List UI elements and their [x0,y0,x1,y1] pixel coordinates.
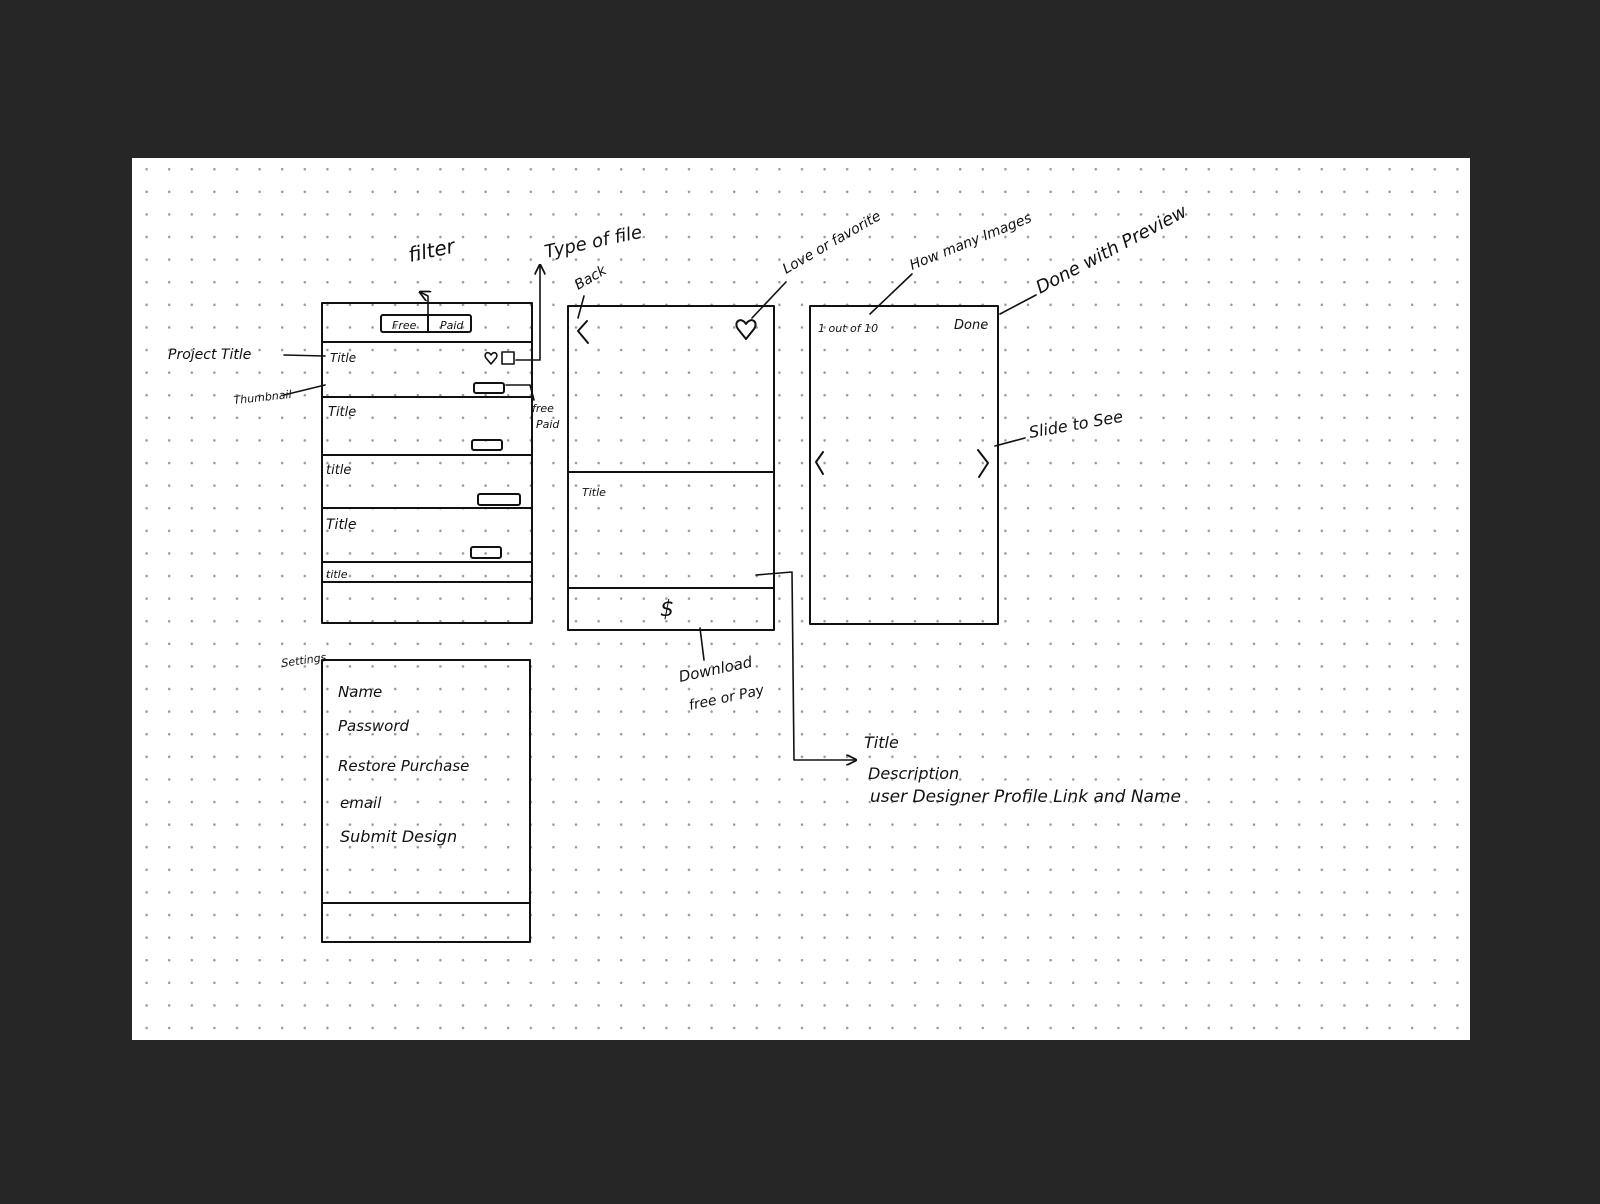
filter-segmented-control[interactable] [380,314,472,333]
price-pill[interactable] [470,546,502,559]
heart-icon[interactable] [735,319,757,340]
heart-icon[interactable] [484,351,498,365]
list-screen [321,302,533,624]
list-screen-frame [321,302,533,624]
detail-title: Title [582,486,606,499]
annotation-project-title: Project Title [168,347,251,363]
list-row-title[interactable]: title [326,568,348,581]
annotation-detail-description: Description [868,764,959,783]
image-counter: 1 out of 10 [818,322,878,335]
chevron-left-icon[interactable] [577,320,589,344]
preview-screen-frame [809,305,999,625]
settings-screen-frame [321,659,531,943]
annotation-settings: Settings [281,651,328,670]
detail-screen-frame [567,305,775,631]
settings-screen [321,659,531,943]
annotation-detail-title: Title [864,733,899,752]
settings-item-name[interactable]: Name [338,683,382,701]
done-button[interactable]: Done [954,318,988,333]
list-row-title[interactable]: Title [330,351,356,365]
price-pill[interactable] [477,493,521,506]
annotation-thumbnail: Thumbnail [233,388,292,407]
price-dollar-sign[interactable]: $ [660,597,674,622]
preview-screen [809,305,999,625]
list-row-title[interactable]: Title [326,517,356,533]
filter-paid-tab[interactable]: Paid [440,319,464,332]
filter-free-tab[interactable]: Free [392,319,417,332]
annotation-detail-designer: user Designer Profile Link and Name [870,787,1181,807]
settings-item-email[interactable]: email [340,794,382,812]
price-pill[interactable] [471,439,503,451]
list-row-title[interactable]: title [326,463,351,478]
detail-screen [567,305,775,631]
annotation-paid: Paid [536,418,560,431]
settings-item-submit-design[interactable]: Submit Design [340,827,457,846]
chevron-right-icon[interactable] [977,449,989,478]
file-type-icon [501,351,515,365]
paper-sheet [132,158,1470,1040]
list-row-title[interactable]: Title [328,405,356,420]
settings-item-password[interactable]: Password [338,717,409,735]
settings-item-restore-purchase[interactable]: Restore Purchase [338,757,469,775]
annotation-free: free [532,402,554,415]
chevron-left-icon[interactable] [815,451,824,475]
price-pill[interactable] [473,382,505,394]
annotation-leaders [283,265,1037,760]
